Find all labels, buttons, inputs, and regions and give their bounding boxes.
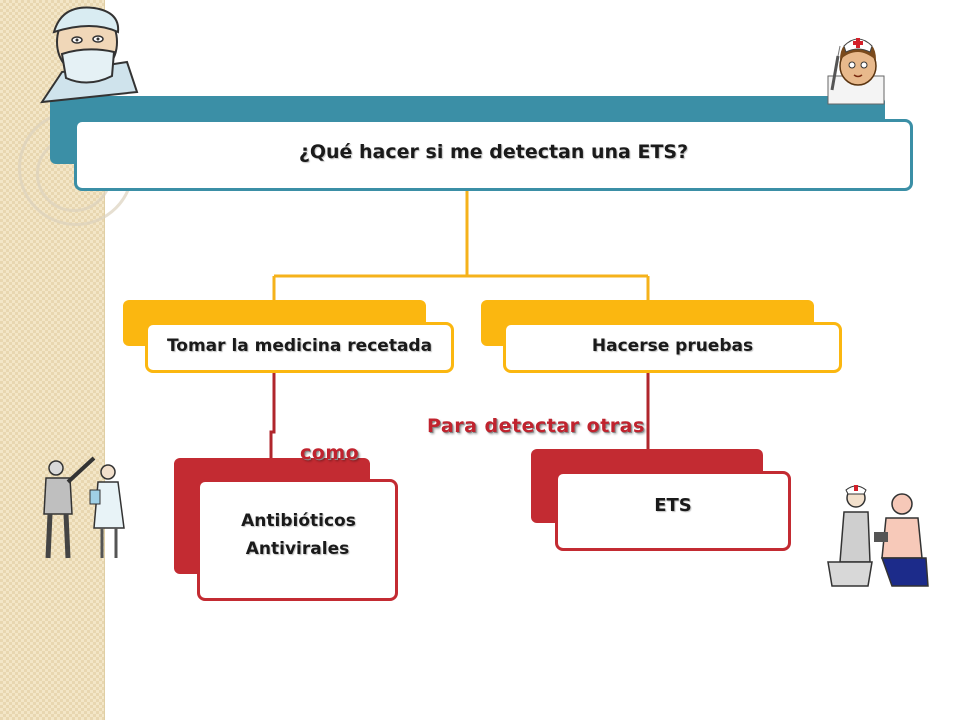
nurse-syringe-icon (827, 38, 885, 105)
edge-label-para-detectar: Para detectar otras (427, 415, 645, 437)
leaf-2-node: ETS (555, 471, 791, 551)
branch-2-node: Hacerse pruebas (503, 322, 842, 373)
doctor-mask-icon (39, 6, 139, 104)
root-node-label: ¿Qué hacer si me detectan una ETS? (298, 141, 689, 163)
leaf-1-node: Antibióticos Antivirales (197, 479, 398, 601)
edge-label-como: como (300, 442, 360, 464)
branch-1-label: Tomar la medicina recetada (166, 335, 433, 356)
branch-2-label: Hacerse pruebas (591, 335, 754, 356)
nurse-patient-icon (827, 485, 929, 587)
leaf-2-item: ETS (654, 494, 692, 516)
branch-1-node: Tomar la medicina recetada (145, 322, 454, 373)
doctor-nurse-pair-icon (43, 456, 125, 559)
root-node: ¿Qué hacer si me detectan una ETS? (74, 119, 913, 191)
leaf-1-item: Antibióticos (241, 511, 356, 531)
root-connectors (272, 190, 650, 300)
leaf-connectors (269, 372, 650, 458)
leaf-1-item: Antivirales (245, 539, 350, 559)
